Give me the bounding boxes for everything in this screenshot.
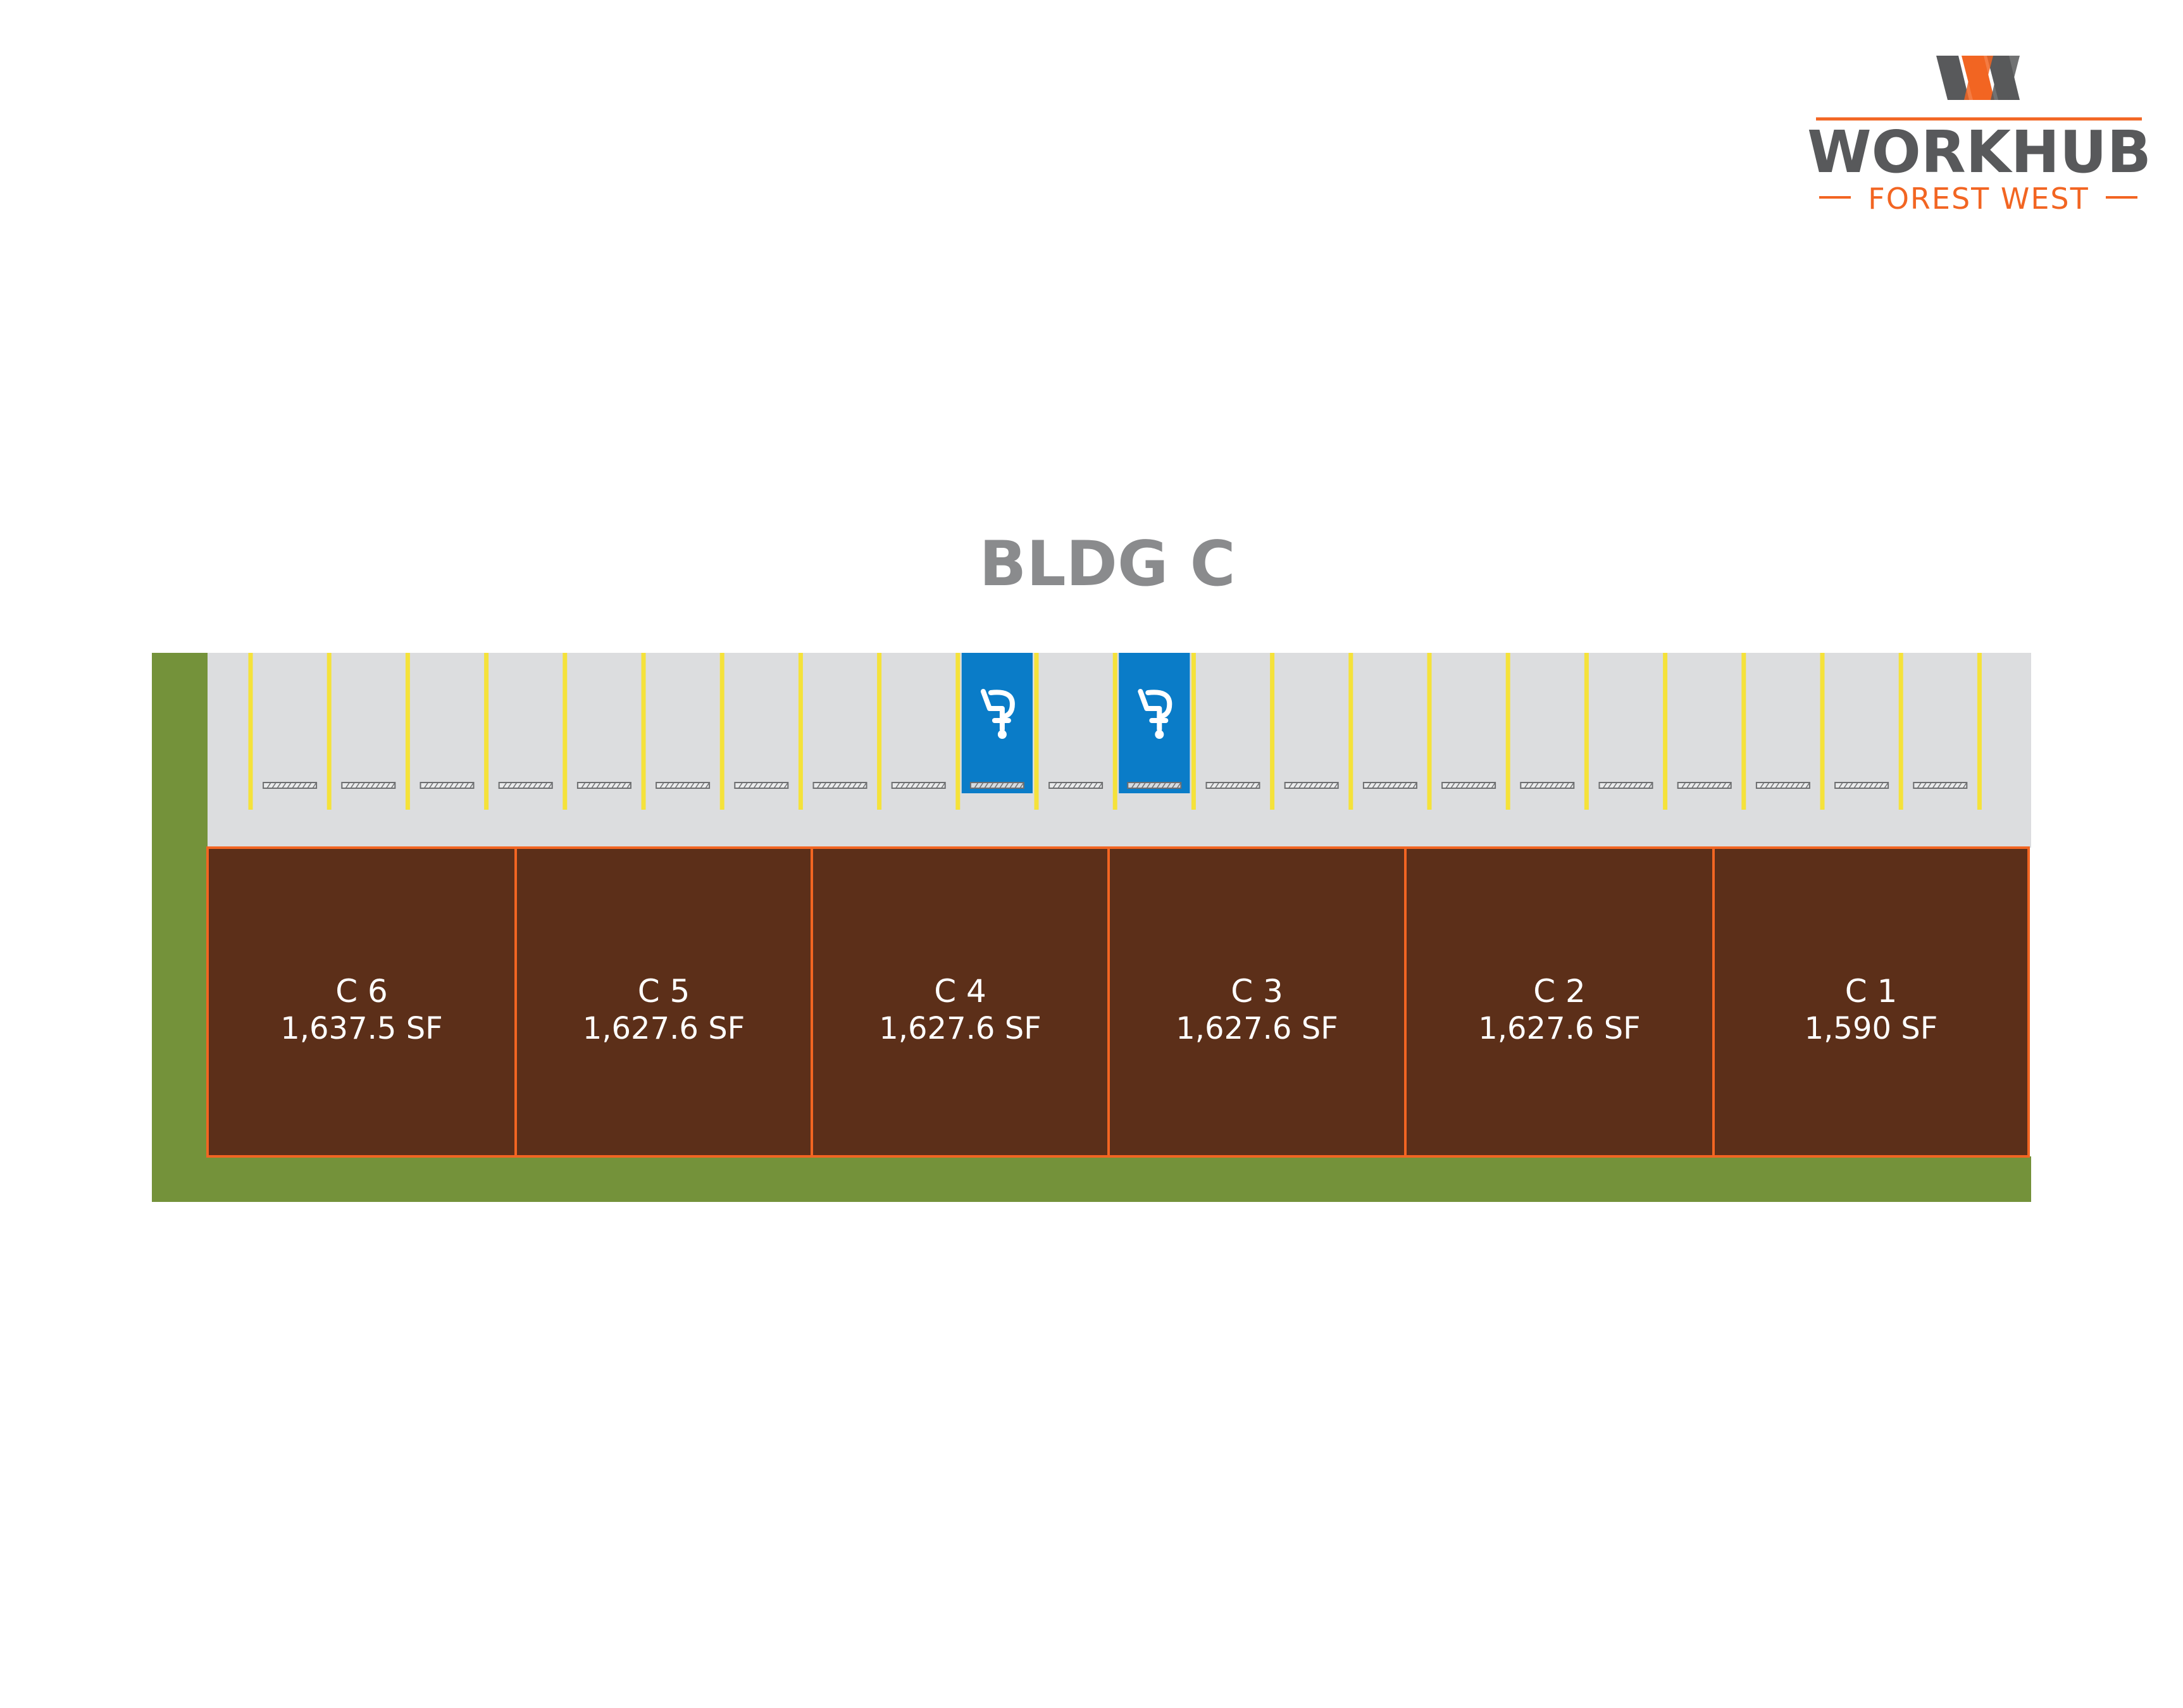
suite-name: C 5 [638, 973, 690, 1010]
parking-stall [576, 782, 631, 789]
building-title: BLDG C [980, 528, 1236, 600]
suite-name: C 1 [1845, 973, 1898, 1010]
suite-area: 1,627.6 SF [1176, 1011, 1338, 1046]
parking-stall [263, 782, 318, 789]
parking-stall [420, 782, 475, 789]
suite-area: 1,590 SF [1805, 1011, 1938, 1046]
landscape-strip-left [152, 653, 208, 1202]
parking-stall [1284, 782, 1339, 789]
suite-area: 1,627.6 SF [1478, 1011, 1641, 1046]
suite-c5[interactable]: C 51,627.6 SF [514, 846, 813, 1158]
suite-footprint [514, 846, 813, 1158]
suite-name: C 4 [934, 973, 986, 1010]
wheel-stop [734, 782, 789, 789]
wheel-stop [1362, 782, 1417, 789]
wheel-stop [420, 782, 475, 789]
wheel-stop [1755, 782, 1810, 789]
double-w-mark-icon [1936, 56, 2020, 100]
wheel-stop [263, 782, 318, 789]
parking-stall [1362, 782, 1417, 789]
wheel-stop [1598, 782, 1653, 789]
suite-footprint [1107, 846, 1407, 1158]
wheel-stop [498, 782, 553, 789]
suite-row: C 61,637.5 SFC 51,627.6 SFC 41,627.6 SFC… [206, 846, 2030, 1158]
suite-name: C 6 [335, 973, 388, 1010]
wheelchair-icon [1138, 689, 1172, 739]
parking-stall [341, 782, 396, 789]
suite-footprint [1404, 846, 1715, 1158]
parking-stall [812, 782, 868, 789]
suite-area: 1,627.6 SF [879, 1011, 1042, 1046]
landscape-strip-bottom [152, 1156, 2031, 1202]
wheel-stop [576, 782, 631, 789]
suite-c6[interactable]: C 61,637.5 SF [206, 846, 517, 1158]
suite-c1[interactable]: C 11,590 SF [1712, 846, 2030, 1158]
suite-area: 1,627.6 SF [583, 1011, 745, 1046]
accessible-parking-stall [961, 653, 1033, 793]
parking-stall [734, 782, 789, 789]
wheel-stop [1520, 782, 1575, 789]
parking-stall [1441, 782, 1496, 789]
suite-footprint [811, 846, 1110, 1158]
parking-stall [1913, 782, 1968, 789]
suite-c3[interactable]: C 31,627.6 SF [1107, 846, 1407, 1158]
parking-stall [656, 782, 711, 789]
parking-stalls [248, 653, 1982, 810]
suite-name: C 2 [1533, 973, 1586, 1010]
wheel-stop [1048, 782, 1104, 789]
wheel-stop [1127, 782, 1182, 789]
wheel-stop [891, 782, 946, 789]
parking-stall [1677, 782, 1732, 789]
wheel-stop [1205, 782, 1260, 789]
wheel-stop [812, 782, 868, 789]
wheel-stop [656, 782, 711, 789]
wheel-stop [1284, 782, 1339, 789]
parking-stall [1834, 782, 1889, 789]
parking-stall [498, 782, 553, 789]
wheel-stop [1913, 782, 1968, 789]
parking-stall [1755, 782, 1810, 789]
parking-stall [1520, 782, 1575, 789]
parking-stall [1048, 782, 1104, 789]
wheel-stop [1677, 782, 1732, 789]
wheelchair-icon [980, 689, 1015, 739]
wheel-stop [1441, 782, 1496, 789]
parking-stall [1205, 782, 1260, 789]
parking-stall [1598, 782, 1653, 789]
wheel-stop [969, 782, 1024, 789]
wheel-stop [341, 782, 396, 789]
suite-name: C 3 [1231, 973, 1283, 1010]
logo-wordmark: WORKHUB [1807, 118, 2151, 186]
suite-footprint [1712, 846, 2030, 1158]
wheel-stop [1834, 782, 1889, 789]
suite-area: 1,637.5 SF [280, 1011, 443, 1046]
workhub-logo: WORKHUB FOREST WEST [1807, 56, 2151, 216]
suite-c4[interactable]: C 41,627.6 SF [811, 846, 1110, 1158]
parking-stall [891, 782, 946, 789]
suite-c2[interactable]: C 21,627.6 SF [1404, 846, 1715, 1158]
accessible-parking-stall [1119, 653, 1190, 793]
logo-subline: FOREST WEST [1868, 182, 2089, 216]
